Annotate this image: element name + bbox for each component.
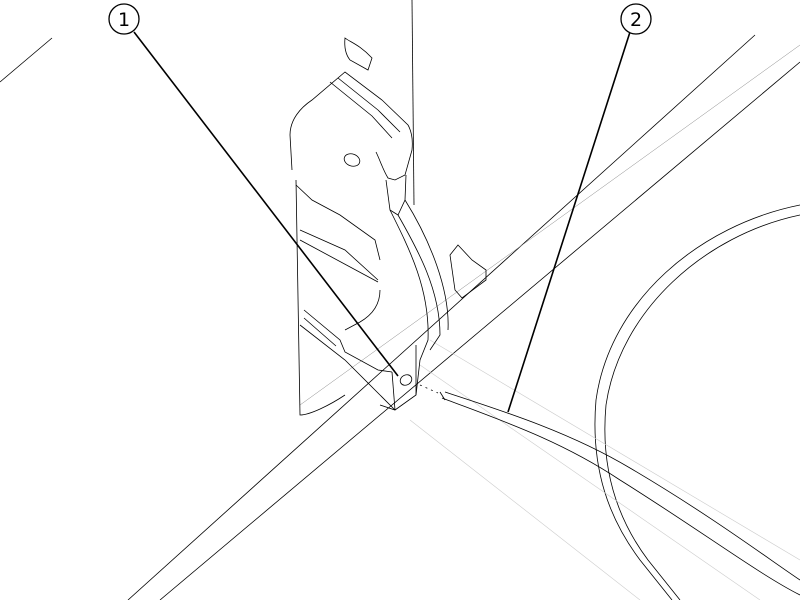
hidden-line <box>429 339 800 561</box>
callout-2-label: 2 <box>630 9 642 31</box>
background-edge <box>0 37 53 83</box>
leader-line-1 <box>133 31 399 377</box>
callout-2: 2 <box>620 3 652 35</box>
leader-line-2 <box>507 31 631 413</box>
bar-edge-1 <box>127 34 756 600</box>
callout-1: 1 <box>108 3 140 35</box>
wall-edge-right <box>411 0 415 206</box>
hidden-line <box>409 419 641 600</box>
hidden-line <box>419 364 761 600</box>
plate-outline <box>295 179 346 416</box>
callout-1-label: 1 <box>118 9 130 31</box>
round-part-outer <box>594 204 800 600</box>
bracket <box>289 37 487 411</box>
cable-tie <box>419 384 800 596</box>
bar-edge-2 <box>159 61 800 600</box>
bar-edge-3 <box>299 44 800 406</box>
round-part-inner <box>604 214 800 600</box>
